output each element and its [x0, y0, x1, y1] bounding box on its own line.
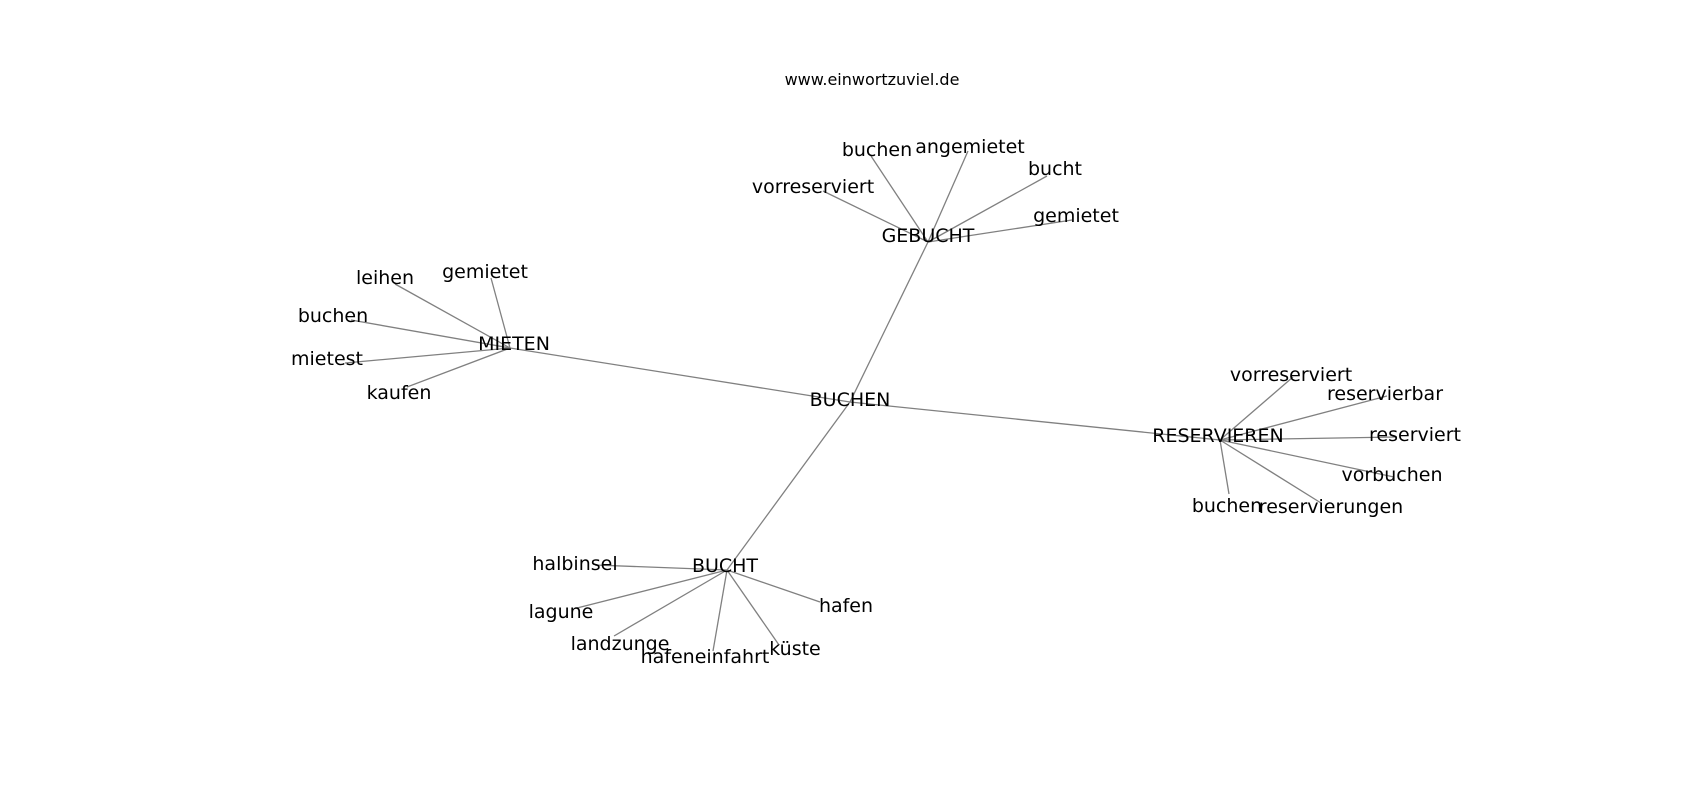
edge-mieten-mietest: [344, 347, 511, 364]
edge-bucht-halbinsel: [594, 564, 728, 571]
node-leaf-label-reservieren-3: vorbuchen: [1341, 464, 1442, 486]
node-leaf-label-gebucht-3: bucht: [1028, 158, 1082, 180]
edge-gebucht-buchen: [870, 155, 929, 243]
node-leaf-label-mieten-4: kaufen: [367, 382, 432, 404]
edge-gebucht-bucht: [927, 175, 1048, 243]
node-hub-label-bucht: BUCHT: [692, 555, 758, 577]
node-leaf-label-reservieren-2: reserviert: [1369, 424, 1461, 446]
node-leaf-label-bucht-5: hafen: [819, 595, 873, 617]
edge-bucht-hafeneinfahrt: [712, 569, 728, 652]
edge-reservieren-vorbuchen: [1219, 439, 1395, 478]
node-leaf-label-gebucht-4: gemietet: [1033, 205, 1119, 227]
edge-bucht-küste: [726, 569, 780, 646]
node-leaf-label-bucht-4: küste: [769, 638, 821, 660]
node-leaf-label-reservieren-1: reservierbar: [1327, 383, 1443, 405]
edge-reservieren-reservierbar: [1219, 395, 1388, 441]
edge-layer: [344, 150, 1398, 652]
edge-gebucht-angemietet: [927, 150, 969, 243]
node-leaf-label-gebucht-0: vorreserviert: [752, 176, 874, 198]
node-leaf-label-gebucht-1: buchen: [842, 139, 912, 161]
edge-root-reservieren: [849, 401, 1221, 441]
node-leaf-label-mieten-2: buchen: [298, 305, 368, 327]
node-hub-label-reservieren: RESERVIEREN: [1152, 425, 1283, 447]
edge-reservieren-reserviert: [1219, 436, 1398, 441]
node-leaf-label-bucht-2: landzunge: [571, 633, 670, 655]
node-leaf-label-bucht-3: hafeneinfahrt: [641, 646, 770, 668]
edge-mieten-leihen: [394, 283, 511, 349]
node-hub-label-gebucht: GEBUCHT: [882, 225, 975, 247]
node-leaf-label-bucht-1: lagune: [529, 601, 594, 623]
edge-bucht-landzunge: [613, 569, 728, 637]
node-leaf-label-mieten-3: mietest: [291, 348, 363, 370]
edge-mieten-gemietet: [490, 277, 511, 349]
node-leaf-label-reservieren-5: buchen: [1192, 495, 1262, 517]
edge-root-mieten: [509, 347, 851, 403]
edge-root-gebucht: [849, 241, 929, 403]
edge-root-bucht: [726, 401, 851, 571]
node-leaf-label-mieten-0: leihen: [356, 267, 414, 289]
edge-bucht-lagune: [576, 569, 728, 609]
edge-gebucht-gemietet: [927, 219, 1073, 243]
edge-reservieren-buchen: [1219, 439, 1230, 495]
edge-reservieren-vorreserviert: [1219, 376, 1294, 441]
node-leaf-label-gebucht-2: angemietet: [915, 136, 1025, 158]
edge-mieten-buchen: [350, 319, 511, 349]
source-url-label: www.einwortzuviel.de: [784, 70, 960, 89]
node-leaf-label-reservieren-0: vorreserviert: [1230, 364, 1352, 386]
edge-gebucht-vorreserviert: [822, 190, 929, 243]
node-leaf-label-bucht-0: halbinsel: [532, 553, 617, 575]
edge-bucht-hafen: [726, 569, 821, 603]
node-leaf-label-reservieren-4: reservierungen: [1259, 496, 1403, 518]
node-leaf-label-mieten-1: gemietet: [442, 261, 528, 283]
node-hub-label-mieten: MIETEN: [478, 333, 550, 355]
edge-reservieren-reservierungen: [1219, 439, 1322, 504]
edge-mieten-kaufen: [406, 347, 511, 388]
node-root-label: BUCHEN: [810, 389, 891, 411]
